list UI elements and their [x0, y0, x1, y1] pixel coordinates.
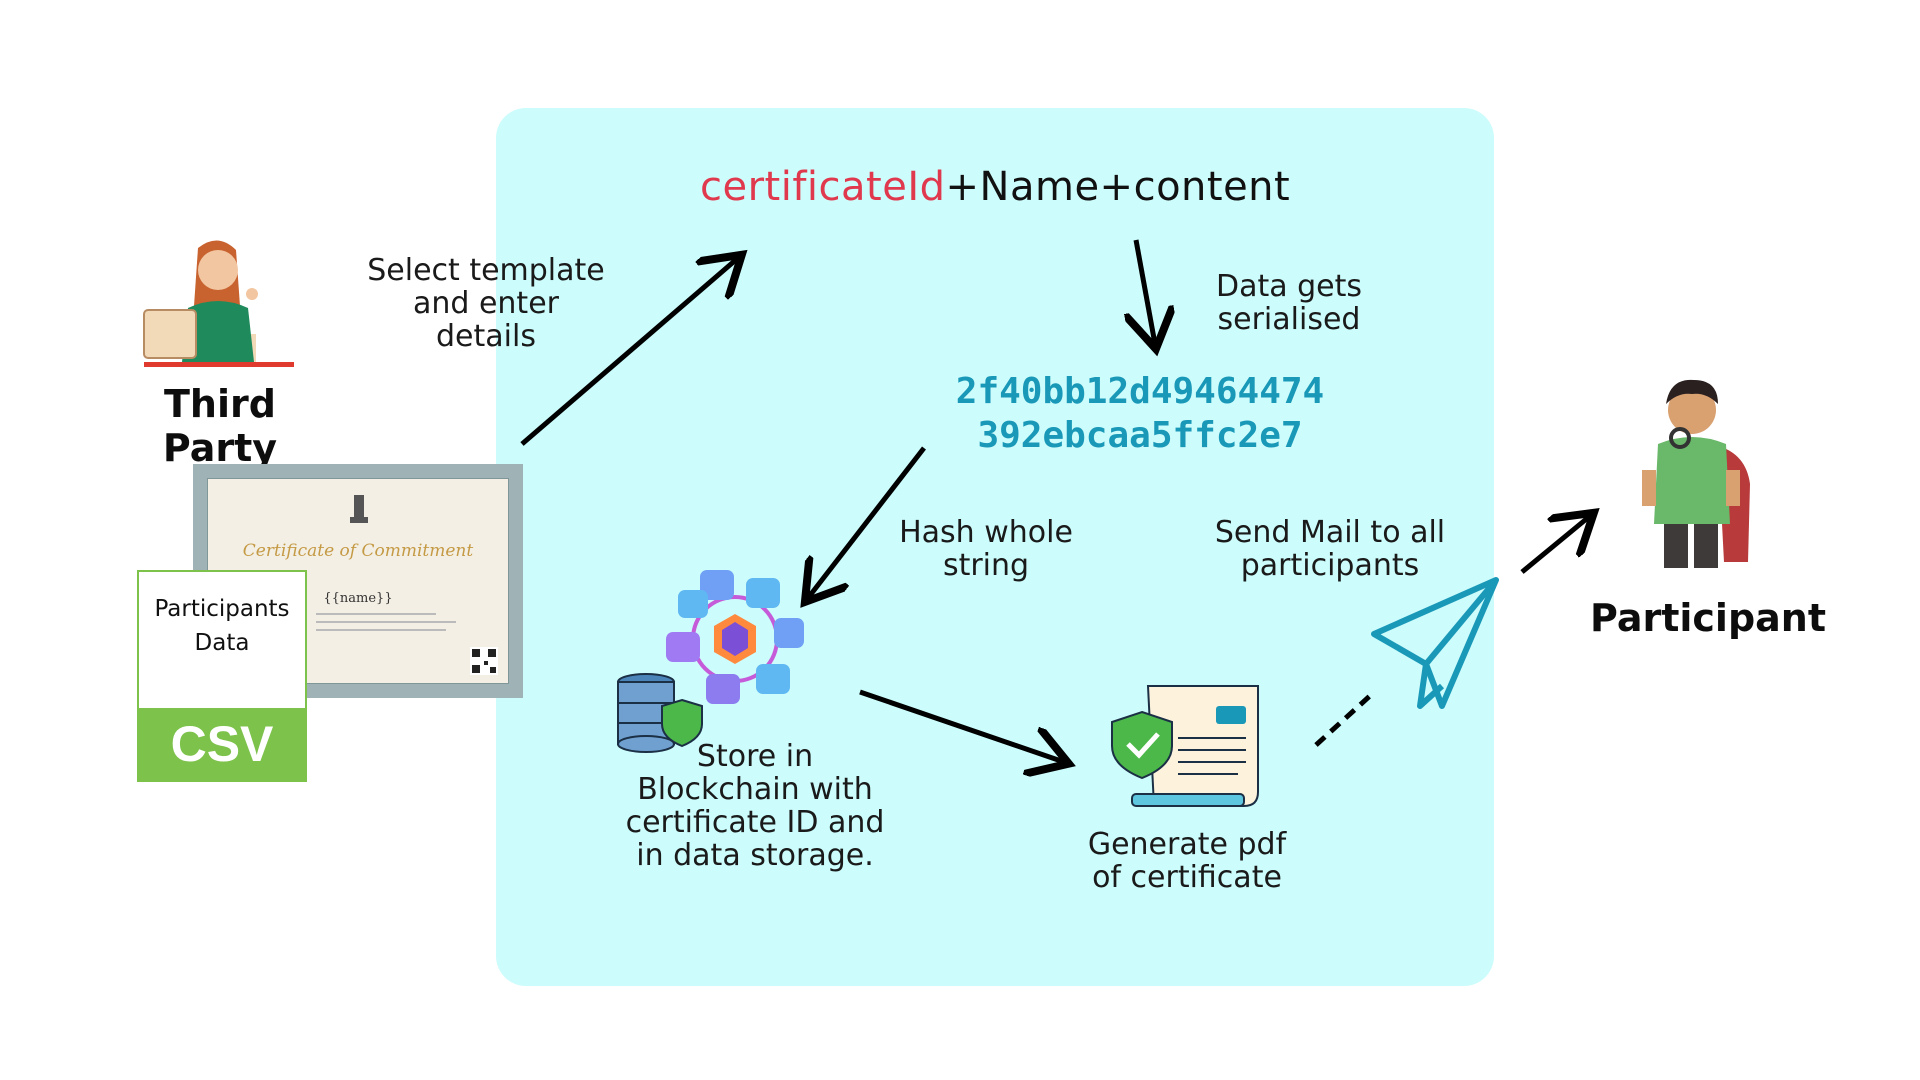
serialised-label: Data gets serialised [1215, 269, 1363, 337]
participant-person-icon [1642, 379, 1750, 568]
csv-card-label: Participants Data [154, 596, 290, 656]
store-label: Store in Blockchain with certificate ID … [625, 739, 885, 873]
pdf-certificate-icon [1111, 685, 1259, 807]
blockchain-icon [666, 570, 804, 704]
dashed-to-plane [1314, 692, 1374, 747]
arrow-to-participant [1520, 516, 1590, 574]
emblem-icon [350, 495, 368, 523]
formula-certificate-id: certificateId [700, 164, 946, 210]
qr-code-icon [470, 647, 498, 675]
hash-line-2: 392ebcaa5ffc2e7 [977, 415, 1303, 456]
hash-line-1: 2f40bb12d49464474 [955, 371, 1325, 412]
certificate-name-placeholder: {{name}} [323, 591, 393, 606]
hash-value: 2f40bb12d49464474 392ebcaa5ffc2e7 [900, 370, 1380, 458]
database-shield-icon [617, 673, 703, 753]
generate-pdf-label: Generate pdf of certificate [1087, 827, 1287, 895]
paper-plane-icon [1371, 577, 1499, 709]
arrow-to-pdf [859, 689, 1064, 762]
arrow-to-formula [520, 258, 738, 446]
formula-rest: +Name+content [945, 164, 1291, 210]
participant-label: Participant [1590, 596, 1827, 640]
csv-file-icon: Participants Data CSV [137, 570, 307, 782]
arrow-to-blockchain [808, 446, 926, 598]
hash-label: Hash whole string [899, 515, 1073, 583]
csv-badge: CSV [139, 708, 305, 780]
send-mail-label: Send Mail to all participants [1214, 515, 1446, 583]
third-party-person-icon [143, 240, 294, 367]
certificate-title: Certificate of Commitment [242, 541, 474, 561]
select-template-label: Select template and enter details [367, 253, 605, 354]
process-panel [496, 108, 1494, 986]
third-party-label: Third Party [162, 382, 278, 470]
arrow-to-hash [1136, 239, 1155, 344]
formula-text: certificateId+Name+content [700, 164, 1320, 210]
